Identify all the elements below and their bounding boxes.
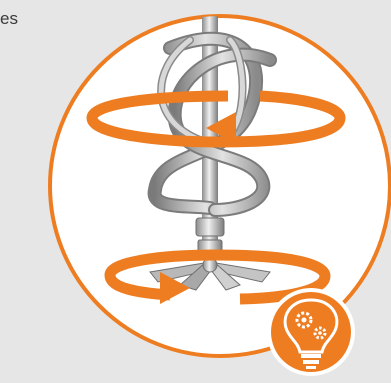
rotation-arrow-icon [86, 90, 346, 148]
rotation-arrow-icon [104, 249, 331, 305]
cropped-text: es [0, 9, 18, 28]
lightbulb-gears-icon [267, 288, 355, 376]
mixer-shaft [202, 16, 218, 255]
